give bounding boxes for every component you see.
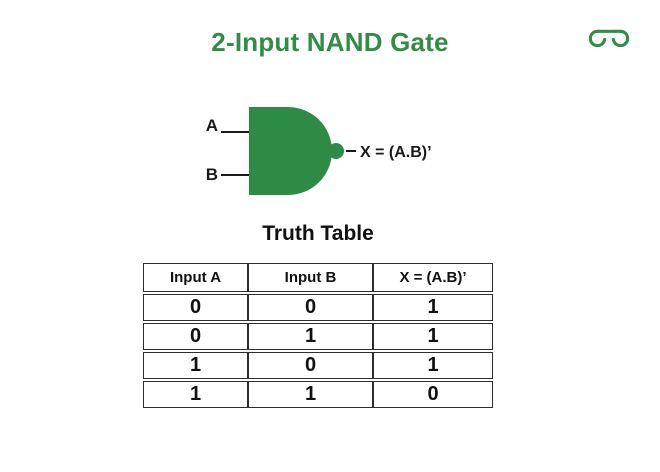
cell: 1 [248, 381, 373, 408]
nand-gate-diagram: A B X = (A.B)’ [206, 107, 432, 195]
table-row: 0 1 1 [143, 323, 493, 350]
truth-table: Input A Input B X = (A.B)’ 0 0 1 0 1 1 1… [143, 261, 493, 410]
output-label: X = (A.B)’ [360, 144, 432, 161]
table-row: 1 1 0 [143, 381, 493, 408]
cell: 1 [373, 352, 493, 379]
cell: 1 [248, 323, 373, 350]
column-header-input-a: Input A [143, 263, 248, 292]
nand-gate-body [249, 107, 332, 195]
cell: 0 [143, 294, 248, 321]
cell: 0 [248, 294, 373, 321]
input-a-label: A [206, 116, 218, 135]
cell: 0 [373, 381, 493, 408]
truth-table-body: 0 0 1 0 1 1 1 0 1 1 1 0 [143, 294, 493, 408]
column-header-output: X = (A.B)’ [373, 263, 493, 292]
table-row: 0 0 1 [143, 294, 493, 321]
geeksforgeeks-logo-svg [588, 29, 630, 48]
cell: 0 [143, 323, 248, 350]
truth-table-header: Input A Input B X = (A.B)’ [143, 263, 493, 292]
input-b-label: B [206, 165, 218, 184]
cell: 1 [143, 381, 248, 408]
inversion-bubble-icon [328, 143, 344, 159]
page-title: 2-Input NAND Gate [211, 27, 449, 57]
cell: 1 [373, 294, 493, 321]
cell: 1 [373, 323, 493, 350]
column-header-input-b: Input B [248, 263, 373, 292]
header-row: Input A Input B X = (A.B)’ [143, 263, 493, 292]
cell: 1 [143, 352, 248, 379]
geeksforgeeks-logo-icon [588, 27, 630, 48]
truth-table-heading: Truth Table [262, 222, 374, 245]
cell: 0 [248, 352, 373, 379]
table-row: 1 0 1 [143, 352, 493, 379]
